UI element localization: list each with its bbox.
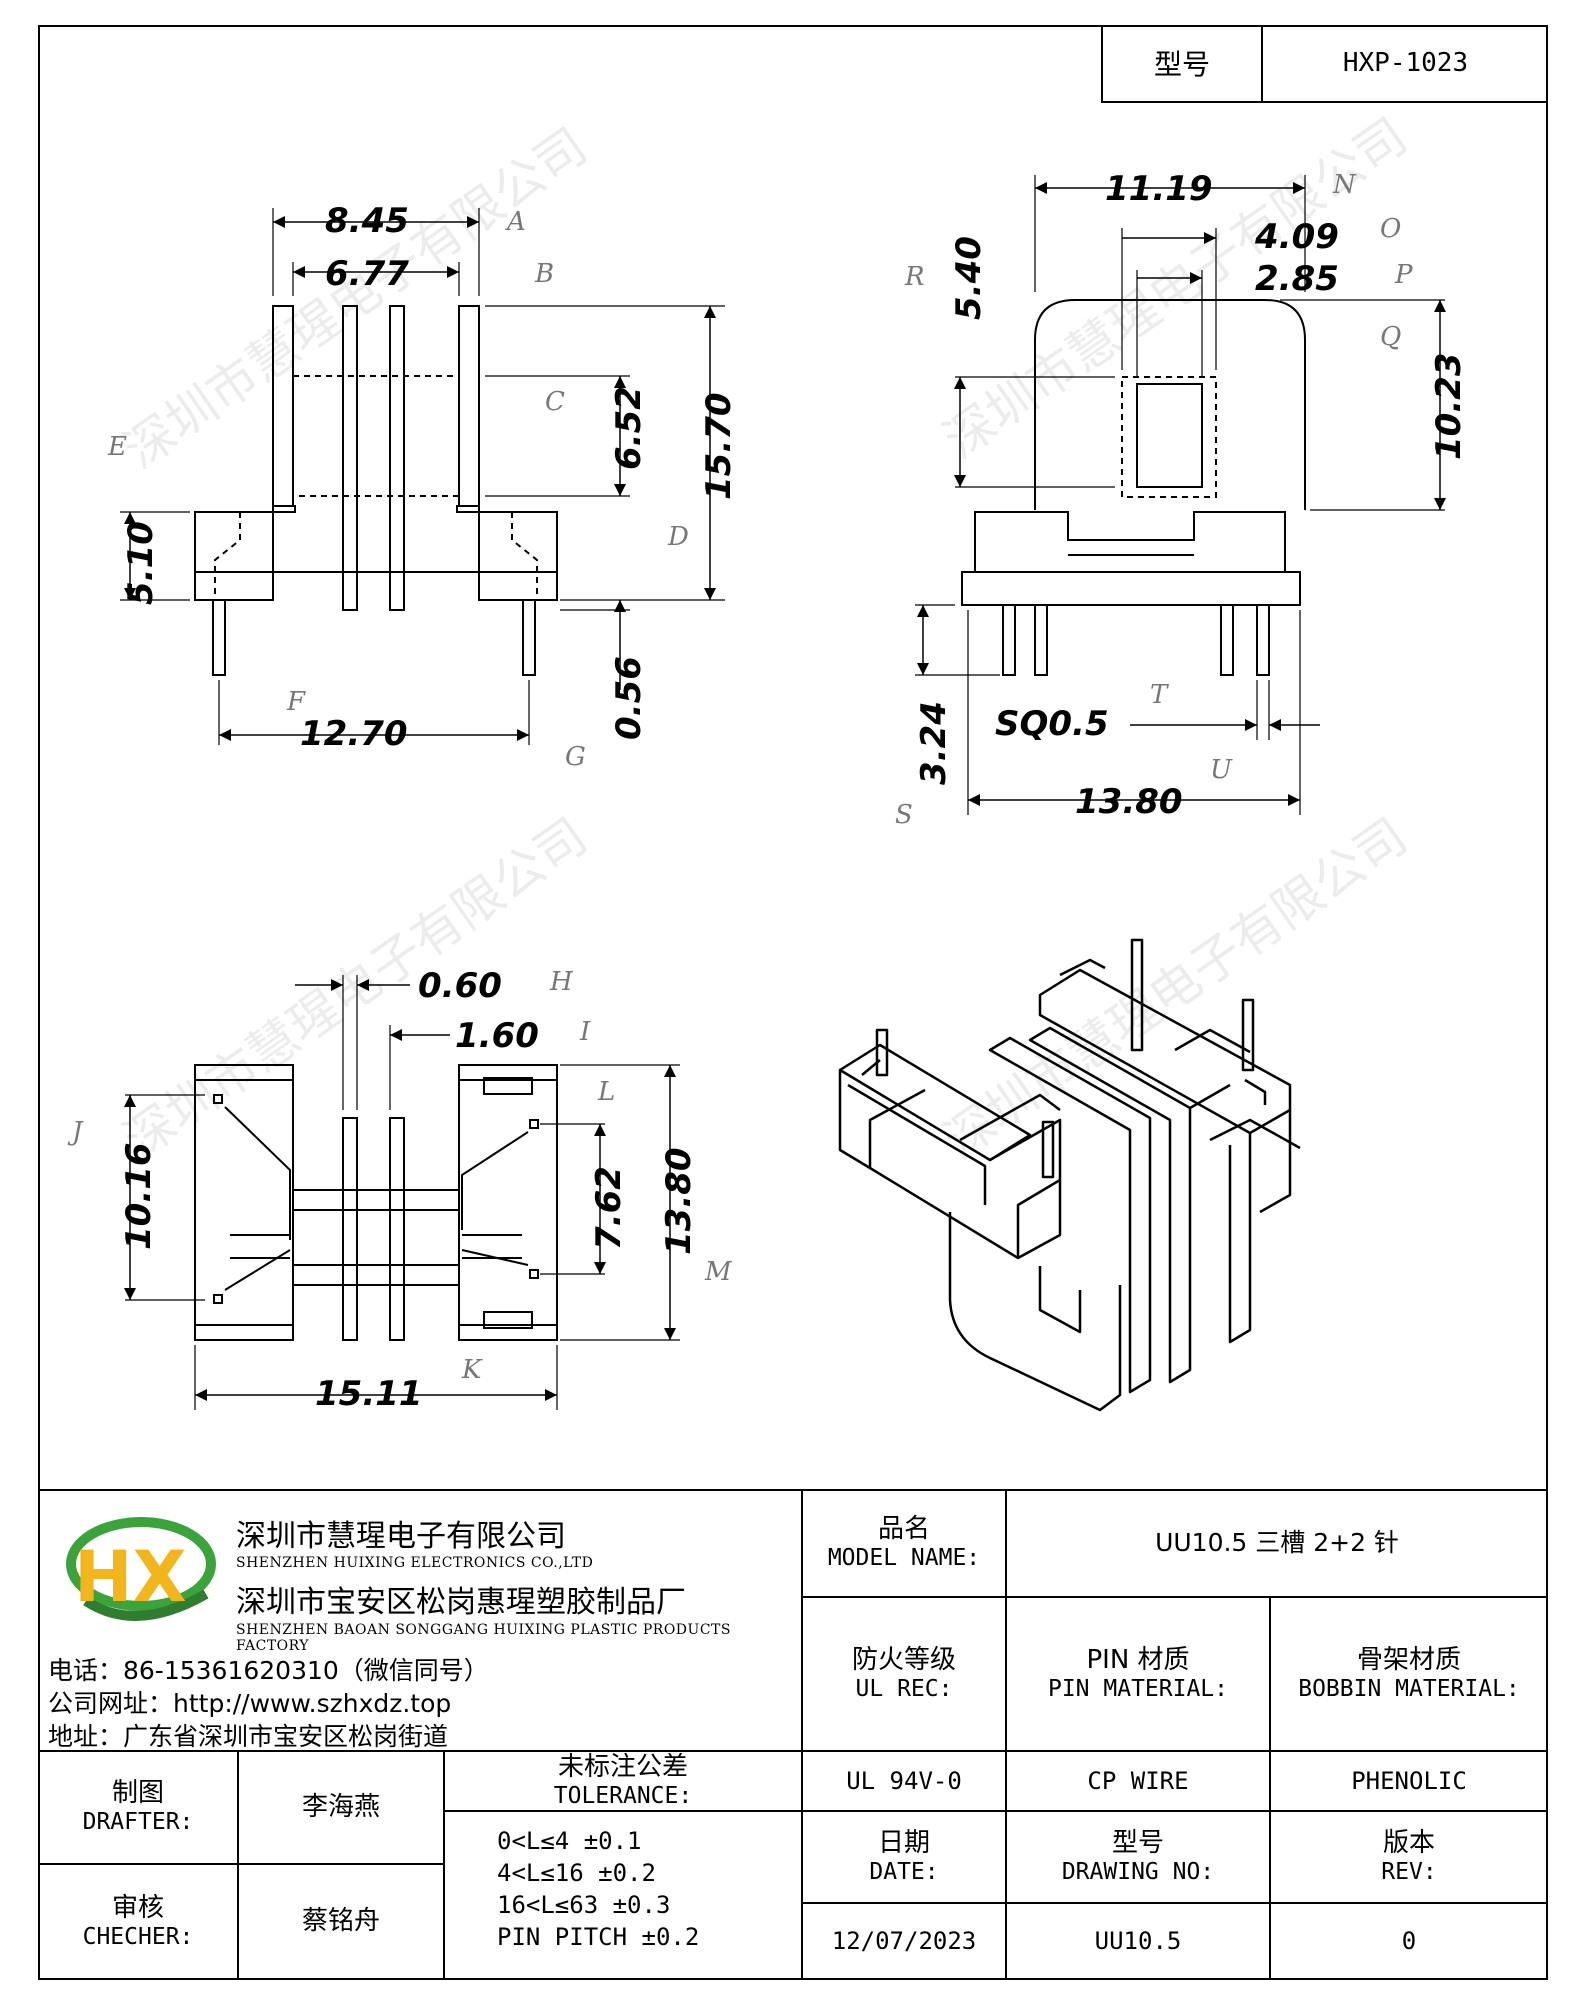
- dim-tag: C: [545, 387, 565, 417]
- date-label: 日期 DATE:: [869, 1827, 939, 1885]
- watermark-text: 深圳市慧瑆电子有限公司: [114, 117, 598, 480]
- company-name-en: SHENZHEN HUIXING ELECTRONICS CO.,LTD: [236, 1555, 594, 1571]
- model-label: 型号: [1103, 25, 1263, 101]
- watermark-text: 深圳市慧瑆电子有限公司: [934, 107, 1418, 470]
- dim-label: 5.40: [949, 236, 989, 320]
- dim-tag: H: [549, 967, 574, 997]
- dim-label: 10.23: [1429, 352, 1469, 460]
- dim-label: 2.85: [1255, 259, 1339, 299]
- dim-label: 6.77: [325, 254, 409, 294]
- dim-label: 3.24: [914, 701, 954, 785]
- checker-value: 蔡铭舟: [301, 1906, 380, 1937]
- top-view-dimensions: 0.60 1.60 10.16 7.62 13.80 15.11 H I J L…: [67, 966, 733, 1414]
- dim-tag: Q: [1380, 322, 1401, 352]
- bobbin-material-value: PHENOLIC: [1351, 1766, 1467, 1795]
- dim-label: 12.70: [300, 714, 408, 754]
- isometric-view: [838, 938, 1301, 1412]
- dim-label: 13.80: [659, 1147, 699, 1255]
- dim-label: 6.52: [609, 386, 649, 470]
- dim-tag: T: [1150, 680, 1169, 710]
- dim-label: 8.45: [325, 201, 409, 241]
- front-view-dimensions: 8.45 6.77 6.52 15.70 5.10 12.70 0.56 A B…: [107, 201, 739, 772]
- pin-material-label: PIN 材质 PIN MATERIAL:: [1047, 1644, 1228, 1702]
- dim-label: 0.56: [609, 656, 649, 740]
- model-number-box: 型号 HXP-1023: [1101, 25, 1548, 103]
- ul-rec-label: 防火等级 UL REC:: [851, 1644, 956, 1702]
- dim-tag: N: [1332, 170, 1357, 200]
- dim-tag: A: [505, 207, 526, 237]
- dim-tag: R: [904, 262, 925, 292]
- company-website: 公司网址：http://www.szhxdz.top: [48, 1689, 452, 1718]
- dim-tag: F: [286, 687, 306, 717]
- checker-label: 审核 CHECHER:: [82, 1892, 194, 1950]
- company-address: 地址：广东省深圳市宝安区松岗街道: [48, 1722, 449, 1751]
- model-name-value: UU10.5 三槽 2+2 针: [1155, 1528, 1399, 1557]
- side-view: [915, 175, 1446, 815]
- pin-material-value: CP WIRE: [1087, 1766, 1189, 1795]
- factory-name-cn: 深圳市宝安区松岗惠瑆塑胶制品厂: [236, 1585, 686, 1620]
- dim-tag: S: [895, 800, 913, 830]
- dim-label: 15.11: [315, 1374, 423, 1414]
- dim-tag: L: [597, 1077, 615, 1107]
- watermark-text: 深圳市慧瑆电子有限公司: [114, 807, 598, 1170]
- side-view-dimensions: 11.19 4.09 2.85 5.40 10.23 3.24 SQ0.5 13…: [895, 169, 1469, 830]
- tolerance-line: 4<L≤16 ±0.2: [497, 1859, 656, 1887]
- title-block: HX 深圳市慧瑆电子有限公司 SHENZHEN HUIXING ELECTRON…: [38, 1489, 1548, 1980]
- dim-label: 5.10: [121, 521, 161, 605]
- company-logo: HX: [66, 1517, 216, 1621]
- drawing-sheet-border: [38, 25, 1548, 1980]
- dim-label: 7.62: [589, 1166, 629, 1250]
- drafter-value: 李海燕: [301, 1791, 380, 1822]
- logo-text: HX: [74, 1536, 187, 1618]
- drafter-label: 制图 DRAFTER:: [82, 1778, 194, 1836]
- dim-label: 1.60: [455, 1016, 539, 1056]
- dim-tag: B: [534, 259, 554, 289]
- dim-tag: E: [107, 432, 127, 462]
- dim-tag: K: [461, 1355, 483, 1385]
- factory-name-en: SHENZHEN BAOAN SONGGANG HUIXING PLASTIC …: [236, 1622, 731, 1654]
- dim-label: SQ0.5: [995, 704, 1109, 744]
- tolerance-line: PIN PITCH ±0.2: [497, 1923, 700, 1951]
- tolerance-line: 0<L≤4 ±0.1: [497, 1827, 642, 1855]
- ul-rec-value: UL 94V-0: [846, 1766, 962, 1795]
- dim-tag: J: [67, 1117, 84, 1147]
- dim-label: 0.60: [418, 966, 502, 1006]
- dim-label: 10.16: [119, 1142, 159, 1250]
- dim-tag: I: [579, 1017, 591, 1047]
- model-value: HXP-1023: [1342, 48, 1469, 78]
- dim-tag: O: [1380, 214, 1401, 244]
- dim-tag: U: [1210, 755, 1233, 785]
- date-value: 12/07/2023: [831, 1927, 977, 1956]
- top-view: [124, 975, 680, 1410]
- tolerance-line: 16<L≤63 ±0.3: [497, 1891, 671, 1919]
- dim-label: 15.70: [699, 392, 739, 500]
- model-name-label: 品名 MODEL NAME:: [827, 1513, 981, 1571]
- dim-label: 11.19: [1105, 169, 1213, 209]
- company-name-cn: 深圳市慧瑆电子有限公司: [236, 1519, 566, 1554]
- dim-tag: G: [565, 742, 586, 772]
- rev-value: 0: [1401, 1927, 1417, 1956]
- front-view: [120, 208, 725, 745]
- dim-tag: M: [704, 1257, 733, 1287]
- dim-label: 4.09: [1254, 217, 1339, 257]
- company-phone: 电话：86-15361620310（微信同号）: [48, 1656, 489, 1685]
- drawing-no-label: 型号 DRAWING NO:: [1061, 1827, 1215, 1885]
- tolerance-label: 未标注公差 TOLERANCE:: [553, 1751, 693, 1809]
- dim-label: 13.80: [1075, 782, 1183, 822]
- company-info: HX 深圳市慧瑆电子有限公司 SHENZHEN HUIXING ELECTRON…: [38, 1489, 802, 1751]
- drawing-no-value: UU10.5: [1094, 1927, 1182, 1956]
- tolerance-table: 0<L≤4 ±0.1 4<L≤16 ±0.2 16<L≤63 ±0.3 PIN …: [444, 1811, 802, 1980]
- rev-label: 版本 REV:: [1381, 1827, 1437, 1885]
- dim-tag: D: [667, 522, 689, 552]
- technical-drawing: 深圳市慧瑆电子有限公司 深圳市慧瑆电子有限公司 深圳市慧瑆电子有限公司 深圳市慧…: [67, 107, 1469, 1414]
- bobbin-material-label: 骨架材质 BOBBIN MATERIAL:: [1298, 1644, 1520, 1702]
- dim-tag: P: [1394, 260, 1413, 290]
